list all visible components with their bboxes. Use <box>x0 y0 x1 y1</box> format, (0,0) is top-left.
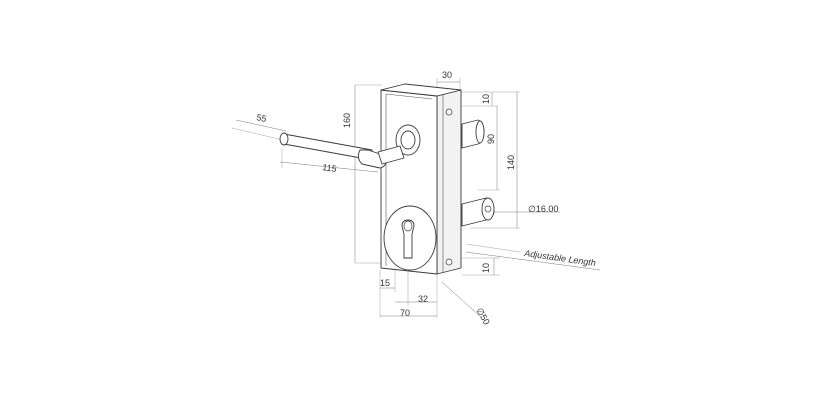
dim-bolt-spacing: 140 <box>506 155 516 170</box>
dim-bottom-offset: 10 <box>481 263 491 273</box>
dim-handle-length: 115 <box>322 162 338 174</box>
dim-cylinder-center: 32 <box>418 294 428 304</box>
dim-body-depth: 30 <box>442 70 452 80</box>
lock-body-side <box>436 89 462 275</box>
latch-pin <box>461 119 485 149</box>
dim-backset: 70 <box>400 308 410 318</box>
dim-rose-diameter: ∅50 <box>474 306 492 326</box>
dim-upper-spacing: 90 <box>486 134 496 144</box>
dim-cylinder-offset: 15 <box>380 278 390 288</box>
cylinder-rose <box>383 205 437 271</box>
dimension-labels: 55 115 160 30 10 90 140 ∅16.00 Adjustabl… <box>256 70 597 326</box>
dim-bolt-diameter: ∅16.00 <box>528 204 558 214</box>
dim-spindle-length: 55 <box>256 112 268 124</box>
note-adjustable-length: Adjustable Length <box>523 248 597 268</box>
dim-top-offset: 10 <box>481 94 491 104</box>
dimension-lines <box>231 78 601 319</box>
bolt <box>461 197 495 227</box>
dim-body-height: 160 <box>342 113 352 128</box>
lever-handle <box>279 124 421 169</box>
